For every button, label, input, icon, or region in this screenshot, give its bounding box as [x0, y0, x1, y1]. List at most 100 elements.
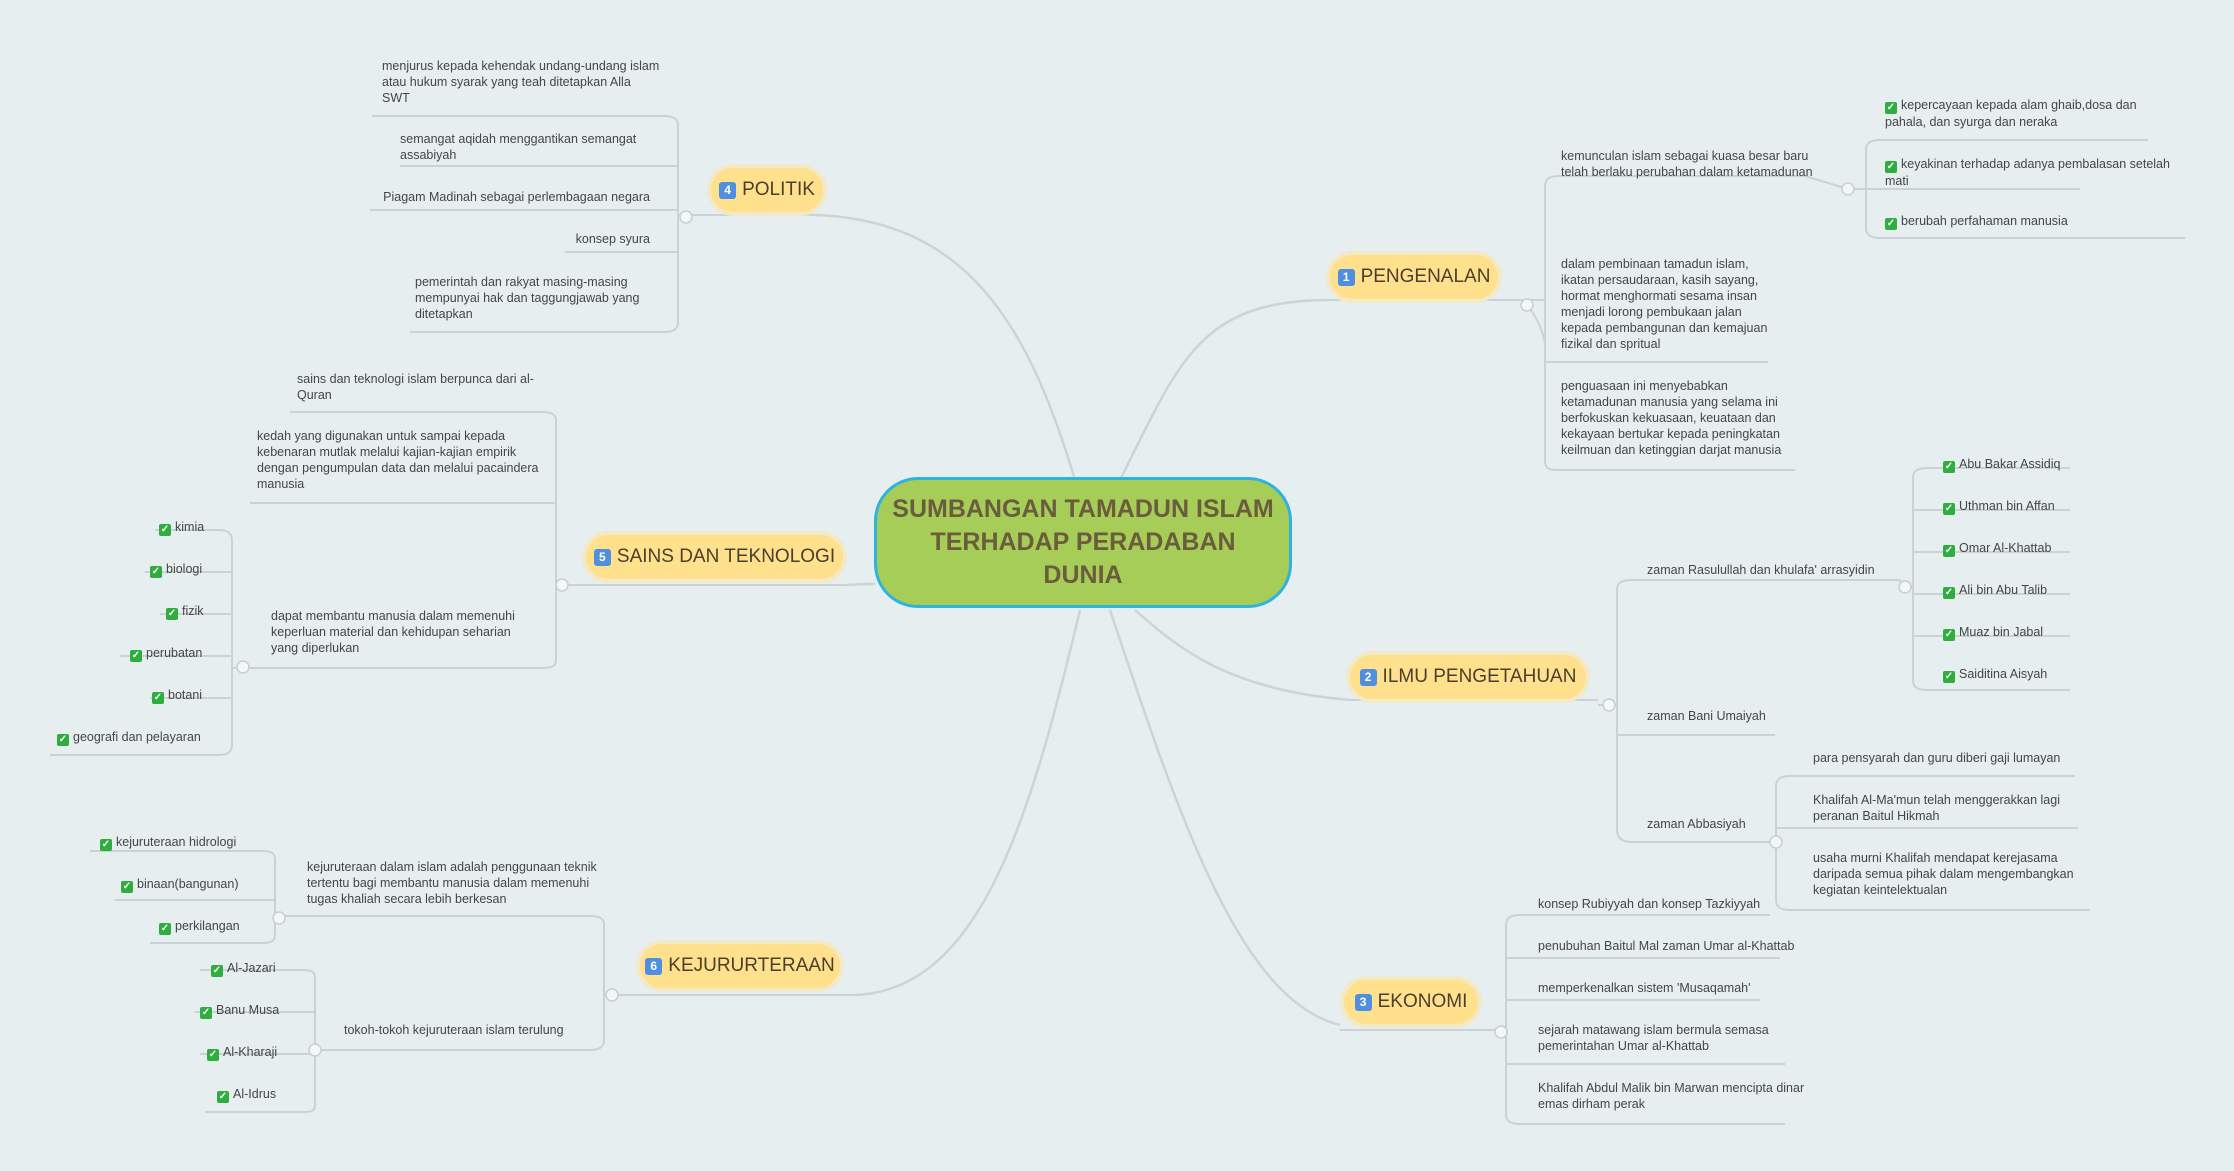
sains-sub-item[interactable]: ✓geografi dan pelayaran: [57, 729, 201, 746]
check-mark-icon: ✓: [100, 839, 112, 851]
kejuruteraan-tokoh-item[interactable]: ✓Al-Jazari: [211, 960, 276, 977]
check-mark-icon: ✓: [1885, 161, 1897, 173]
kejuruteraan-sub-item[interactable]: ✓ perkilangan: [159, 918, 240, 935]
sub-item-text: keyakinan terhadap adanya pembalasan set…: [1885, 157, 2170, 188]
branch-label: SAINS DAN TEKNOLOGI: [616, 546, 836, 567]
ilmu-sahabat-item[interactable]: ✓ Omar Al-Khattab: [1943, 540, 2051, 557]
central-topic-title: SUMBANGAN TAMADUN ISLAM TERHADAP PERADAB…: [892, 495, 1274, 589]
sains-sub-item[interactable]: ✓ botani: [152, 687, 202, 704]
kejuruteraan-sub-item[interactable]: ✓binaan(bangunan): [121, 876, 238, 893]
check-mark-icon: ✓: [1943, 629, 1955, 641]
politik-item[interactable]: pemerintah dan rakyat masing-masing memp…: [415, 275, 640, 321]
check-mark-icon: ✓: [1943, 587, 1955, 599]
sains-item[interactable]: kedah yang digunakan untuk sampai kepada…: [257, 429, 539, 491]
ilmu-sahabat-item[interactable]: ✓ Abu Bakar Assidiq: [1943, 456, 2060, 473]
ekonomi-item[interactable]: penubuhan Baitul Mal zaman Umar al-Khatt…: [1538, 939, 1795, 953]
kejuruteraan-tokoh-item[interactable]: ✓ Al-Kharaji: [207, 1044, 277, 1061]
ilmu-abbasiyah-item[interactable]: usaha murni Khalifah mendapat kerejasama…: [1813, 851, 2074, 897]
sub-item-text: kepercayaan kepada alam ghaib,dosa dan p…: [1885, 98, 2137, 129]
sub-item-text: Al-Jazari: [227, 961, 276, 975]
branch-ekonomi[interactable]: 3 EKONOMI: [1344, 980, 1478, 1024]
kejuruteraan-tokoh-item[interactable]: ✓ Banu Musa: [200, 1002, 279, 1019]
ilmu-sahabat-item[interactable]: ✓ Ali bin Abu Talib: [1943, 582, 2047, 599]
check-mark-icon: ✓: [57, 734, 69, 746]
ilmu-sahabat-item[interactable]: ✓ Uthman bin Affan: [1943, 498, 2055, 515]
sub-item-text: Ali bin Abu Talib: [1959, 583, 2048, 597]
pengenalan-sub-item[interactable]: ✓berubah perfahaman manusia: [1885, 213, 2165, 230]
check-mark-icon: ✓: [1943, 545, 1955, 557]
check-mark-icon: ✓: [166, 608, 178, 620]
kejuruteraan-sub-item[interactable]: ✓ kejuruteraan hidrologi: [100, 834, 236, 851]
branch-label: PENGENALAN: [1360, 266, 1491, 287]
sub-item-text: fizik: [182, 604, 204, 618]
ilmu-item[interactable]: zaman Abbasiyah: [1647, 817, 1746, 831]
ekonomi-item[interactable]: sejarah matawang islam bermula semasa pe…: [1538, 1023, 1769, 1053]
keycap-number-icon: 6: [645, 957, 663, 975]
pengenalan-sub-item[interactable]: ✓keyakinan terhadap adanya pembalasan se…: [1885, 156, 2190, 189]
ekonomi-item[interactable]: konsep Rubiyyah dan konsep Tazkiyyah: [1538, 897, 1761, 911]
sub-item-text: perubatan: [146, 646, 203, 660]
sub-item-text: Muaz bin Jabal: [1959, 625, 2044, 639]
ekonomi-item[interactable]: Khalifah Abdul Malik bin Marwan mencipta…: [1538, 1081, 1805, 1111]
check-mark-icon: ✓: [1943, 503, 1955, 515]
sains-item[interactable]: sains dan teknologi islam berpunca dari …: [297, 372, 534, 402]
check-mark-icon: ✓: [1943, 671, 1955, 683]
sains-sub-item[interactable]: ✓ fizik: [166, 603, 204, 620]
branch-label: POLITIK: [742, 179, 815, 200]
sub-item-text: Saiditina Aisyah: [1959, 667, 2048, 681]
keycap-number-icon: 5: [593, 548, 611, 566]
sub-item-text: Banu Musa: [216, 1003, 280, 1017]
sains-sub-item[interactable]: ✓kimia: [159, 519, 204, 536]
branch-label: ILMU PENGETAHUAN: [1382, 666, 1577, 687]
sains-sub-item[interactable]: ✓ perubatan: [130, 645, 202, 662]
branch-sains-dan-teknologi[interactable]: 5 SAINS DAN TEKNOLOGI: [586, 535, 843, 579]
politik-item[interactable]: semangat aqidah menggantikan semangat as…: [400, 132, 637, 162]
branch-label: KEJURURTERAAN: [668, 955, 835, 976]
check-mark-icon: ✓: [121, 881, 133, 893]
sub-item-text: botani: [168, 688, 203, 702]
check-mark-icon: ✓: [207, 1049, 219, 1061]
kejuruteraan-item[interactable]: kejuruteraan dalam islam adalah pengguna…: [307, 860, 597, 906]
central-topic[interactable]: SUMBANGAN TAMADUN ISLAM TERHADAP PERADAB…: [874, 477, 1292, 608]
check-mark-icon: ✓: [159, 923, 171, 935]
sub-item-text: perkilangan: [175, 919, 240, 933]
ilmu-sahabat-item[interactable]: ✓ Muaz bin Jabal: [1943, 624, 2043, 641]
sains-item[interactable]: dapat membantu manusia dalam memenuhi ke…: [271, 609, 515, 655]
check-mark-icon: ✓: [1885, 218, 1897, 230]
check-mark-icon: ✓: [200, 1007, 212, 1019]
pengenalan-item[interactable]: dalam pembinaan tamadun islam, ikatan pe…: [1561, 257, 1768, 351]
sub-item-text: Uthman bin Affan: [1959, 499, 2055, 513]
ilmu-item[interactable]: zaman Rasulullah dan khulafa' arrasyidin: [1647, 563, 1875, 577]
check-mark-icon: ✓: [152, 692, 164, 704]
ilmu-abbasiyah-item[interactable]: para pensyarah dan guru diberi gaji luma…: [1813, 751, 2061, 765]
check-mark-icon: ✓: [130, 650, 142, 662]
ilmu-sahabat-item[interactable]: ✓ Saiditina Aisyah: [1943, 666, 2047, 683]
check-mark-icon: ✓: [1943, 461, 1955, 473]
sub-item-text: Abu Bakar Assidiq: [1959, 457, 2061, 471]
branch-ilmu-pengetahuan[interactable]: 2 ILMU PENGETAHUAN: [1350, 655, 1586, 699]
sub-item-text: kejuruteraan hidrologi: [116, 835, 237, 849]
branch-kejururteraan[interactable]: 6 KEJURURTERAAN: [640, 944, 840, 988]
branch-politik[interactable]: 4 POLITIK: [711, 168, 823, 212]
kejuruteraan-tokoh-item[interactable]: ✓Al-Idrus: [217, 1086, 276, 1103]
kejuruteraan-item[interactable]: tokoh-tokoh kejuruteraan islam terulung: [344, 1023, 564, 1037]
politik-item[interactable]: konsep syura: [575, 232, 650, 246]
sub-item-text: Al-Idrus: [233, 1087, 277, 1101]
sub-item-text: Al-Kharaji: [223, 1045, 278, 1059]
sub-item-text: biologi: [166, 562, 203, 576]
pengenalan-sub-item[interactable]: ✓kepercayaan kepada alam ghaib,dosa dan …: [1885, 97, 2155, 130]
politik-item[interactable]: menjurus kepada kehendak undang-undang i…: [382, 59, 660, 105]
ilmu-item[interactable]: zaman Bani Umaiyah: [1647, 709, 1766, 723]
check-mark-icon: ✓: [1885, 102, 1897, 114]
politik-item[interactable]: Piagam Madinah sebagai perlembagaan nega…: [383, 190, 650, 204]
pengenalan-item[interactable]: kemunculan islam sebagai kuasa besar bar…: [1561, 149, 1813, 179]
pengenalan-item[interactable]: penguasaan ini menyebabkan ketamadunan m…: [1561, 379, 1782, 457]
sains-sub-item[interactable]: ✓biologi: [150, 561, 202, 578]
branch-pengenalan[interactable]: 1 PENGENALAN: [1330, 255, 1498, 299]
ekonomi-item[interactable]: memperkenalkan sistem 'Musaqamah': [1538, 981, 1751, 995]
ilmu-abbasiyah-item[interactable]: Khalifah Al-Ma'mun telah menggerakkan la…: [1813, 793, 2060, 823]
branch-label: EKONOMI: [1377, 991, 1468, 1012]
sub-item-text: Omar Al-Khattab: [1959, 541, 2052, 555]
